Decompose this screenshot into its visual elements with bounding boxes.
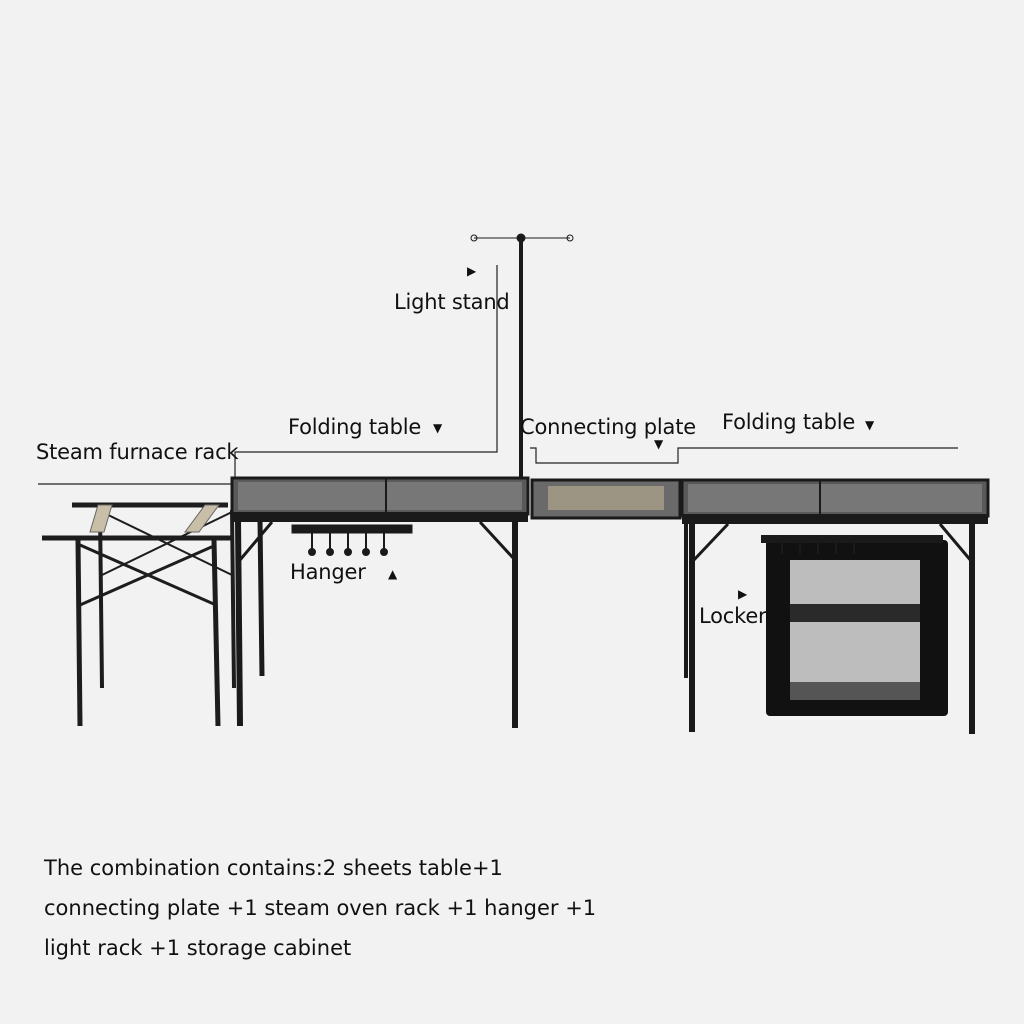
arrow-right-icon: ▶ xyxy=(738,587,748,601)
folding-table-left xyxy=(230,476,530,728)
rack-supports xyxy=(89,504,220,533)
arrow-up-icon: ▲ xyxy=(388,567,398,581)
steam-furnace-rack xyxy=(42,502,236,727)
label-locker: Locker xyxy=(699,604,767,628)
label-folding-table-right: Folding table xyxy=(722,410,856,434)
leader-lines xyxy=(38,265,958,485)
folding-table-right xyxy=(680,478,990,734)
arrow-right-icon: ▶ xyxy=(467,264,477,278)
storage-cabinet xyxy=(761,535,948,716)
caption-line-2: connecting plate +1 steam oven rack +1 h… xyxy=(44,896,597,920)
product-caption: The combination contains:2 sheets table+… xyxy=(44,848,596,968)
leader-line-left xyxy=(38,265,498,485)
leader-line-right xyxy=(530,447,958,464)
connecting-plate-shape xyxy=(530,478,682,520)
label-light-stand: Light stand xyxy=(394,290,510,314)
label-connecting-plate: Connecting plate xyxy=(520,415,696,439)
arrow-down-icon: ▼ xyxy=(654,437,664,451)
arrow-down-icon: ▼ xyxy=(865,418,875,432)
caption-line-3: light rack +1 storage cabinet xyxy=(44,936,352,960)
label-steam-furnace-rack: Steam furnace rack xyxy=(36,440,239,464)
label-hanger: Hanger xyxy=(290,560,366,584)
label-folding-table-left: Folding table xyxy=(288,415,422,439)
light-stand xyxy=(470,233,574,478)
hanger-bar xyxy=(291,524,413,556)
caption-line-1: The combination contains:2 sheets table+… xyxy=(44,856,503,880)
arrow-down-icon: ▼ xyxy=(433,421,443,435)
